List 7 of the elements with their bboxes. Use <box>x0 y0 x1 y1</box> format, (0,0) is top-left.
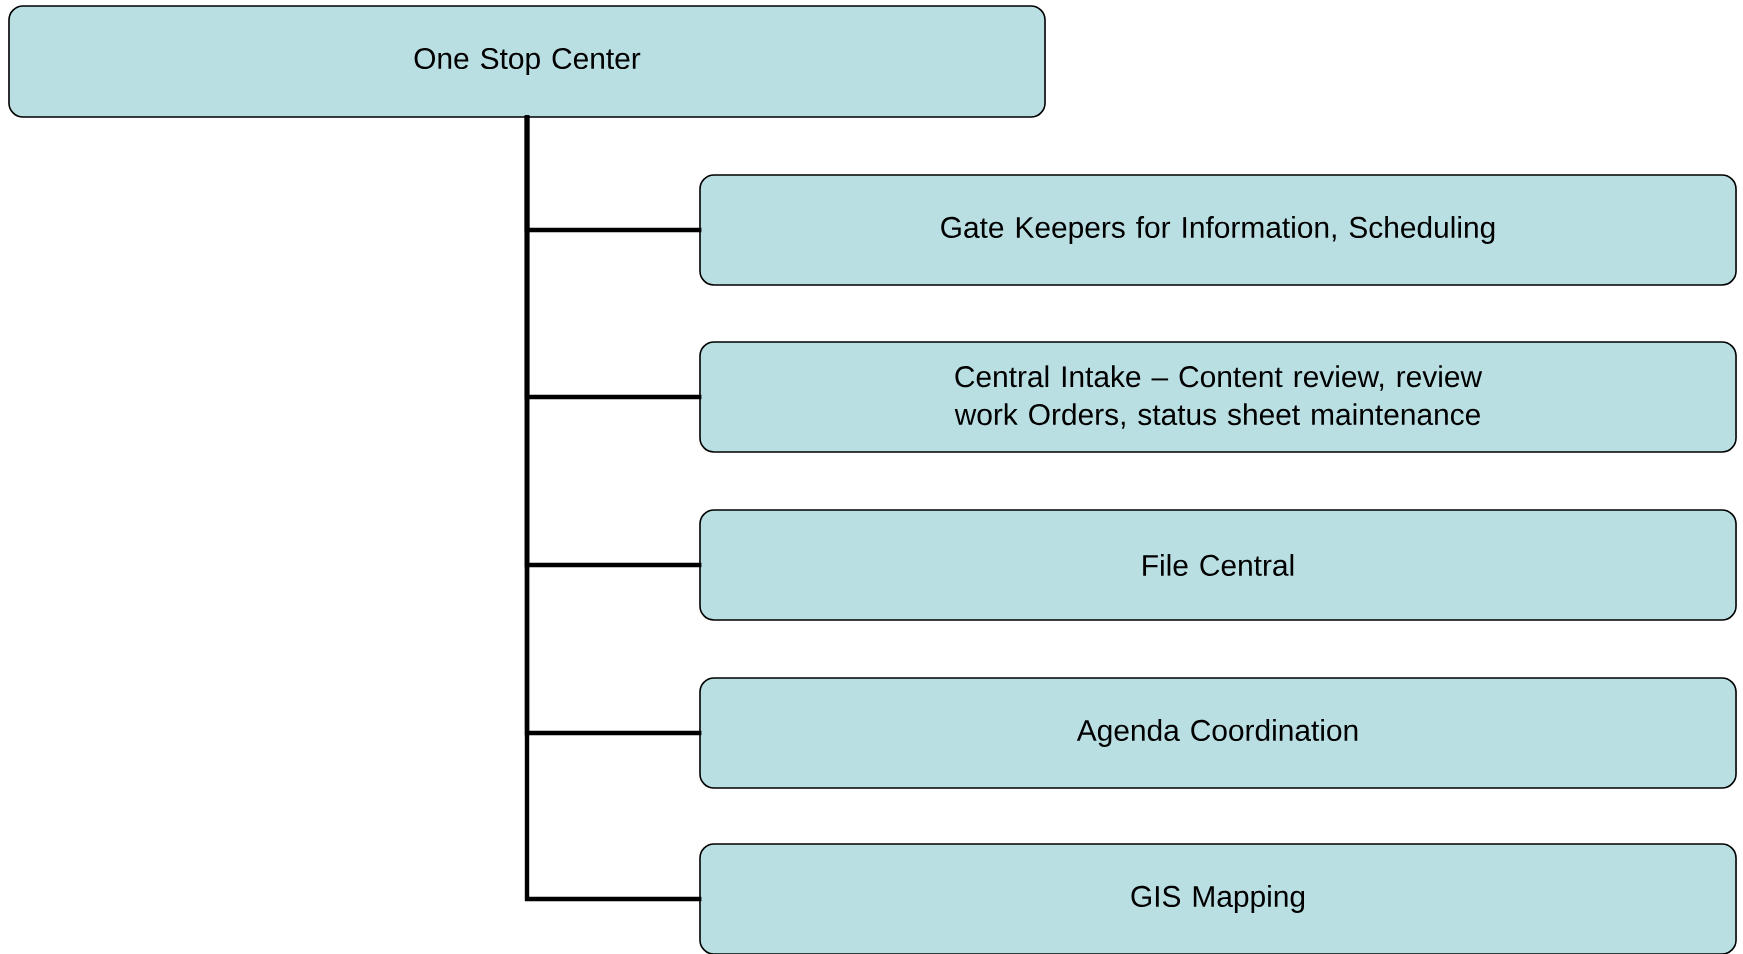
process-box: One Stop Center <box>8 5 1046 118</box>
process-box: Central Intake – Content review, review work Orders, status sheet maintenance <box>699 341 1737 453</box>
process-box: GIS Mapping <box>699 843 1737 954</box>
process-box: Agenda Coordination <box>699 677 1737 789</box>
process-box: Gate Keepers for Information, Scheduling <box>699 174 1737 286</box>
process-box: File Central <box>699 509 1737 621</box>
connector-line <box>524 115 702 902</box>
